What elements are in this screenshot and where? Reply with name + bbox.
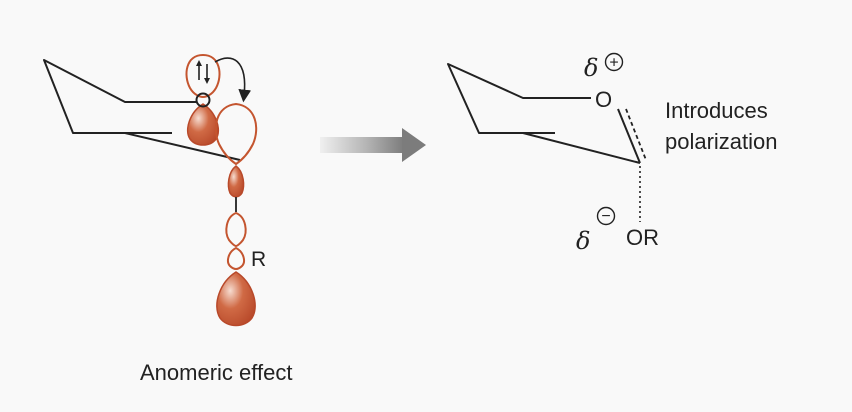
partial-double-bond — [625, 108, 647, 161]
substituent-oxygen-orbitals — [216, 211, 256, 327]
positive-charge-sign: + — [609, 55, 618, 72]
sigma-star-orbital — [214, 102, 258, 198]
annotation-line-1: Introduces — [665, 98, 768, 123]
or-substituent-label: OR — [626, 225, 659, 250]
negative-charge-circle — [596, 206, 616, 226]
donation-curved-arrow — [214, 57, 252, 103]
transition-arrow — [320, 128, 426, 162]
delta-plus-symbol: δ — [584, 54, 598, 82]
anomeric-effect-caption: Anomeric effect — [140, 360, 292, 385]
oxygen-lone-pair-orbital — [185, 53, 221, 146]
positive-charge-circle — [604, 52, 624, 72]
negative-charge-sign: − — [601, 208, 610, 225]
ring-oxygen-atom — [195, 92, 211, 108]
electron-pair-arrows — [196, 60, 210, 84]
left-chair-ring — [43, 59, 241, 161]
right-ring-oxygen: O — [595, 87, 612, 112]
right-chair-ring — [447, 63, 641, 164]
annotation-line-2: polarization — [665, 129, 778, 154]
substituent-r-label: R — [251, 248, 266, 271]
delta-minus-symbol: δ — [576, 227, 590, 255]
